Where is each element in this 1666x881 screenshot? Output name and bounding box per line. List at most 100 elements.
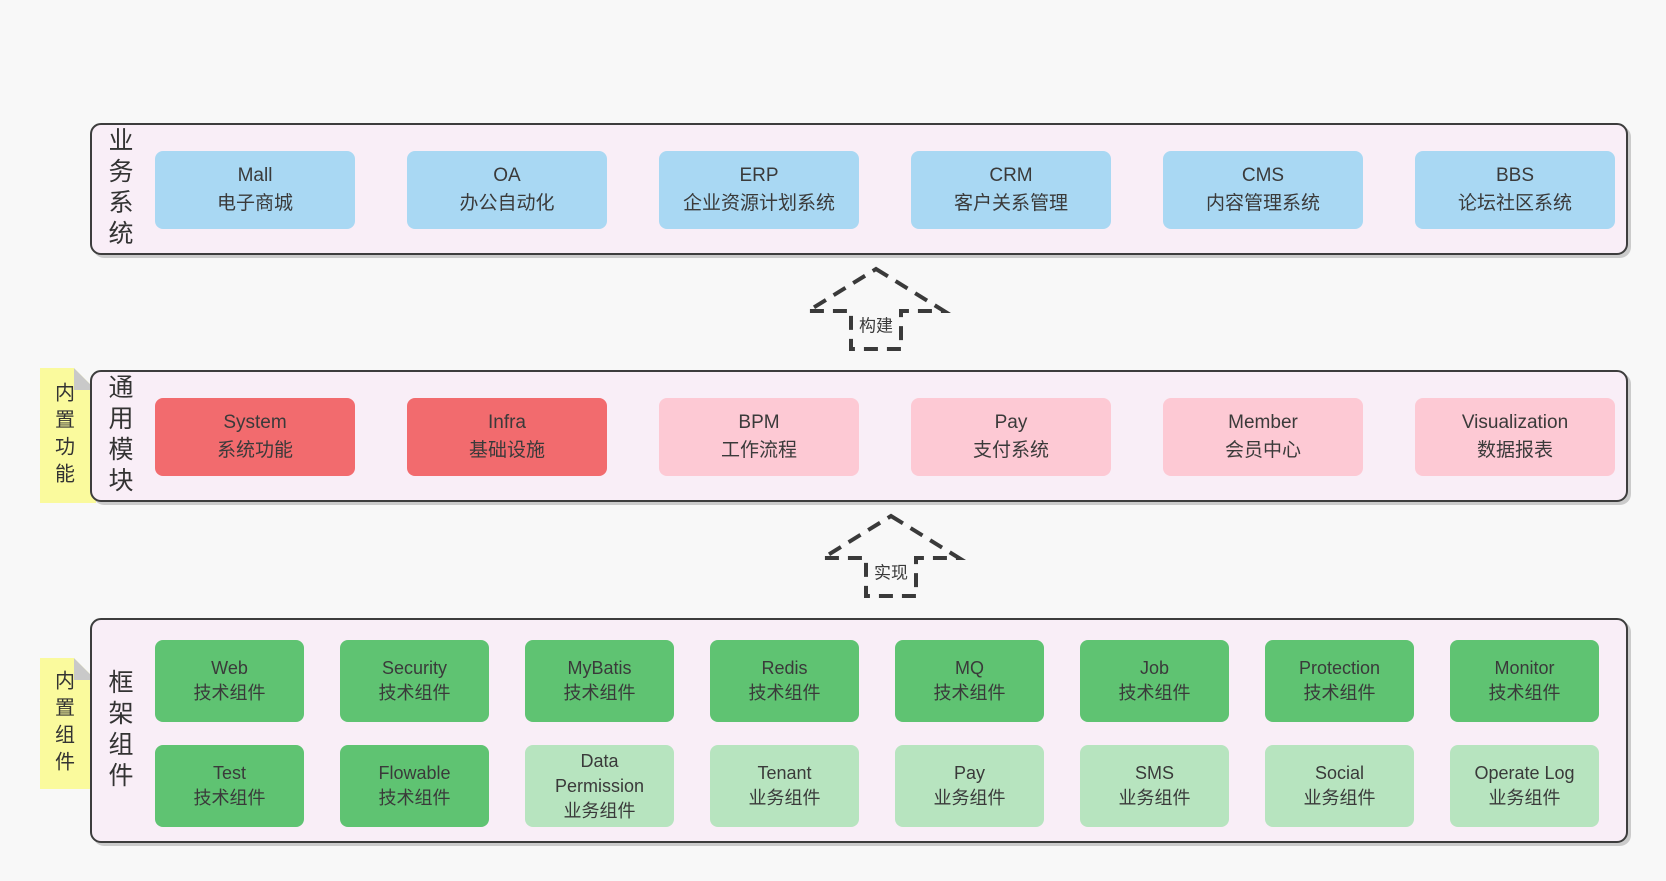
box-subtitle: 企业资源计划系统 (682, 193, 835, 214)
box-title: CRM (989, 165, 1033, 186)
box-title: CMS (1241, 165, 1285, 186)
box-subtitle: 技术组件 (563, 683, 636, 703)
box-subtitle: 技术组件 (193, 683, 266, 703)
box-web: Web 技术组件 (155, 640, 304, 722)
box-title: Member (1228, 412, 1298, 433)
box-title: Operate Log (1474, 763, 1575, 783)
box-tenant: Tenant 业务组件 (710, 745, 859, 827)
box-subtitle: 技术组件 (1118, 683, 1191, 703)
box-title: Tenant (757, 763, 812, 783)
box-subtitle: 电子商城 (216, 193, 293, 214)
box-subtitle: 数据报表 (1476, 440, 1553, 461)
box-job: Job 技术组件 (1080, 640, 1229, 722)
box-operate-log: Operate Log 业务组件 (1450, 745, 1599, 827)
box-subtitle: 技术组件 (1303, 683, 1376, 703)
box-title: BPM (738, 412, 780, 433)
box-bbs: BBS 论坛社区系统 (1415, 151, 1615, 229)
sticky-tab-label: 内置功能 (51, 381, 74, 490)
box-subtitle: 内容管理系统 (1205, 193, 1320, 214)
box-subtitle: 技术组件 (748, 683, 821, 703)
box-subtitle: 业务组件 (933, 788, 1006, 808)
band-business-systems: 业务系统 Mall 电子商城 OA 办公自动化 ERP 企业资源计划系统 CRM… (90, 123, 1628, 255)
box-pay-component: Pay 业务组件 (895, 745, 1044, 827)
box-mybatis: MyBatis 技术组件 (525, 640, 674, 722)
box-subtitle: 办公自动化 (459, 193, 555, 214)
band-label: 通用模块 (105, 374, 133, 498)
box-title: MyBatis (567, 658, 632, 678)
box-security: Security 技术组件 (340, 640, 489, 722)
box-protection: Protection 技术组件 (1265, 640, 1414, 722)
sticky-tab-label: 内置组件 (51, 669, 74, 778)
framework-components-row-1: Web 技术组件 Security 技术组件 MyBatis 技术组件 Redi… (155, 640, 1599, 722)
box-title: Pay (953, 763, 986, 783)
box-subtitle: 基础设施 (468, 440, 545, 461)
box-visualization: Visualization 数据报表 (1415, 398, 1615, 476)
box-mq: MQ 技术组件 (895, 640, 1044, 722)
box-title: Test (212, 763, 246, 783)
sticky-tab-built-in-components: 内置组件 (40, 658, 96, 789)
box-member: Member 会员中心 (1163, 398, 1363, 476)
box-erp: ERP 企业资源计划系统 (659, 151, 859, 229)
arrow-label: 实现 (870, 558, 912, 584)
up-arrow-icon (816, 513, 966, 598)
framework-components-row-2: Test 技术组件 Flowable 技术组件 Data Permission … (155, 745, 1599, 827)
box-title: Social (1314, 763, 1365, 783)
box-title: System (223, 412, 287, 433)
band-label: 业务系统 (105, 127, 133, 251)
box-system: System 系统功能 (155, 398, 355, 476)
box-subtitle: 技术组件 (1488, 683, 1561, 703)
box-title: Data Permission (554, 750, 645, 796)
box-title: Infra (487, 412, 527, 433)
box-data-permission: Data Permission 业务组件 (525, 745, 674, 827)
box-title: BBS (1495, 165, 1535, 186)
box-subtitle: 业务组件 (1303, 788, 1376, 808)
box-sms: SMS 业务组件 (1080, 745, 1229, 827)
box-title: Pay (994, 412, 1028, 433)
box-title: SMS (1134, 763, 1174, 783)
up-arrow-icon (801, 266, 951, 351)
box-pay-module: Pay 支付系统 (911, 398, 1111, 476)
box-mall: Mall 电子商城 (155, 151, 355, 229)
band-label: 框架组件 (105, 668, 133, 793)
band-framework-components: 框架组件 Web 技术组件 Security 技术组件 MyBatis 技术组件… (90, 618, 1628, 843)
box-flowable: Flowable 技术组件 (340, 745, 489, 827)
box-title: Mall (237, 165, 273, 186)
box-test: Test 技术组件 (155, 745, 304, 827)
box-subtitle: 业务组件 (1118, 788, 1191, 808)
arrow-label: 构建 (855, 311, 897, 337)
box-redis: Redis 技术组件 (710, 640, 859, 722)
box-subtitle: 业务组件 (563, 800, 636, 821)
box-title: Monitor (1494, 658, 1555, 678)
box-title: MQ (955, 658, 984, 678)
box-title: Security (381, 658, 448, 678)
box-title: Job (1139, 658, 1170, 678)
box-subtitle: 论坛社区系统 (1457, 193, 1572, 214)
box-subtitle: 技术组件 (193, 788, 266, 808)
dashed-up-arrow-implement: 实现 (816, 513, 966, 599)
box-subtitle: 工作流程 (720, 440, 797, 461)
box-subtitle: 会员中心 (1224, 440, 1301, 461)
box-subtitle: 技术组件 (378, 788, 451, 808)
sticky-tab-built-in-features: 内置功能 (40, 368, 96, 503)
box-subtitle: 技术组件 (378, 683, 451, 703)
box-title: Flowable (378, 763, 451, 783)
box-cms: CMS 内容管理系统 (1163, 151, 1363, 229)
box-title: Visualization (1461, 412, 1569, 433)
box-subtitle: 系统功能 (216, 440, 293, 461)
box-title: Redis (761, 658, 808, 678)
box-title: Protection (1298, 658, 1381, 678)
box-subtitle: 支付系统 (972, 440, 1049, 461)
common-modules-row: System 系统功能 Infra 基础设施 BPM 工作流程 Pay 支付系统… (155, 398, 1615, 476)
box-subtitle: 技术组件 (933, 683, 1006, 703)
box-title: Web (211, 658, 248, 678)
box-subtitle: 客户关系管理 (953, 193, 1068, 214)
business-systems-row: Mall 电子商城 OA 办公自动化 ERP 企业资源计划系统 CRM 客户关系… (155, 151, 1615, 229)
band-common-modules: 通用模块 System 系统功能 Infra 基础设施 BPM 工作流程 Pay… (90, 370, 1628, 502)
box-bpm: BPM 工作流程 (659, 398, 859, 476)
box-crm: CRM 客户关系管理 (911, 151, 1111, 229)
box-monitor: Monitor 技术组件 (1450, 640, 1599, 722)
box-subtitle: 业务组件 (1488, 788, 1561, 808)
box-oa: OA 办公自动化 (407, 151, 607, 229)
box-social: Social 业务组件 (1265, 745, 1414, 827)
